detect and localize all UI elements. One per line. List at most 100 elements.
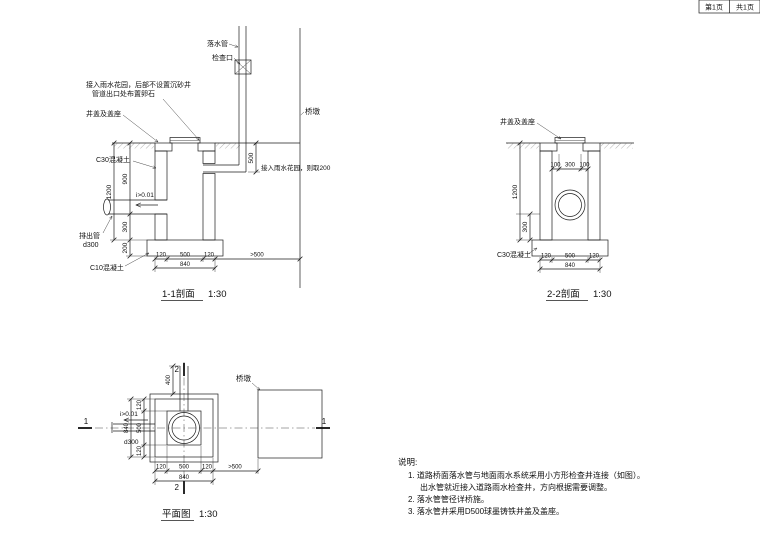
garden-note-line2: 管道出口处布置卵石 <box>92 89 155 98</box>
outlet-pipe-label: 排出管 <box>79 231 100 240</box>
base-outline <box>149 393 219 463</box>
slope-label: i>0.01 <box>136 192 154 199</box>
plan-scale: 1:30 <box>199 509 218 520</box>
notes-heading: 说明: <box>398 457 417 467</box>
plan-structure <box>95 362 323 494</box>
cover-slab <box>582 142 601 152</box>
dim-840: 840 <box>180 262 191 268</box>
cover-slab <box>154 142 173 152</box>
dim-500: 500 <box>565 254 576 260</box>
s1-scale: 1:30 <box>208 289 227 300</box>
soil-hatch <box>114 143 154 149</box>
soil-hatch <box>601 143 633 149</box>
page-total: 共1页 <box>736 3 754 12</box>
dim-120: 120 <box>137 445 143 456</box>
s2-dimensions: 100 300 100 1200 300 120 500 120 840 <box>512 140 603 273</box>
c30-label: C30混凝土 <box>96 155 130 164</box>
note-line: 1. 道路桥面落水管与地面雨水系统采用小方形检查井连接（如图）。 <box>408 470 645 480</box>
section-2-2: 100 300 100 1200 300 120 500 120 840 井盖及… <box>497 117 634 301</box>
dim-120: 120 <box>204 253 215 259</box>
dim-1200: 1200 <box>512 184 519 199</box>
cover-slab <box>539 142 558 152</box>
dim-300: 300 <box>522 221 529 232</box>
cover-label: 井盖及盖座 <box>500 117 535 126</box>
pier-plan <box>257 389 323 459</box>
title-block: 第1页 共1页 <box>698 0 760 14</box>
section-mark-1: 1 <box>322 417 327 426</box>
garden-200-note: 接入雨水花园，则取200 <box>261 163 331 172</box>
dim-840: 840 <box>179 475 190 481</box>
well-wall-right <box>587 150 601 241</box>
page-number: 第1页 <box>705 3 723 12</box>
note-line: 2. 落水管管径详桥施。 <box>408 494 489 504</box>
dim-1200: 1200 <box>106 184 113 199</box>
well-inner <box>166 410 202 446</box>
cover-circle-inner <box>171 415 197 441</box>
section-mark-2: 2 <box>175 365 180 374</box>
dim-300: 300 <box>565 163 576 169</box>
dim-500: 500 <box>137 422 143 433</box>
dim-120: 120 <box>202 465 213 471</box>
well-outer <box>154 398 214 458</box>
c30-label: C30混凝土 <box>497 250 531 259</box>
section-mark-2: 2 <box>175 483 180 492</box>
dim-840: 840 <box>124 422 130 433</box>
c10-label: C10混凝土 <box>90 263 124 272</box>
cover-slab <box>197 142 216 152</box>
dim-400: 400 <box>166 374 172 385</box>
dim-200: 200 <box>122 242 129 253</box>
plan-annotations: 桥墩 i>0.01 d300 平面图 1:30 <box>120 373 261 521</box>
dim-500: 500 <box>180 253 191 259</box>
s1-structure <box>103 26 301 288</box>
dim-100: 100 <box>550 163 561 169</box>
s1-title: 1-1剖面 <box>162 288 195 300</box>
section-mark-1: 1 <box>84 417 89 426</box>
s1-annotations: 落水管 检查口 接入雨水花园，后部不设置沉砂井 管道出口处布置卵石 井盖及盖座 … <box>79 39 331 301</box>
s2-annotations: 井盖及盖座 C30混凝土 2-2剖面 1:30 <box>497 117 612 301</box>
note-line: 出水管就近接入道路雨水检查井，方向根据需要调整。 <box>420 482 612 492</box>
s2-structure <box>506 137 634 257</box>
dim-500: 500 <box>179 465 190 471</box>
base-slab <box>531 239 609 257</box>
note-line: 3. 落水管井采用D500球墨铸铁井盖及盖座。 <box>408 506 564 516</box>
plan-dimensions: 400 120 500 120 840 120 500 120 >500 840 <box>124 363 261 485</box>
plan-view: 1 1 2 2 400 120 500 120 840 <box>78 362 330 521</box>
dim-840: 840 <box>565 263 576 269</box>
dim-120: 120 <box>156 465 167 471</box>
base-slab <box>146 239 224 257</box>
outlet-pipe-opening-inner <box>558 193 582 217</box>
section-1-1: 900 300 200 1200 500 120 500 120 840 >50… <box>79 26 331 301</box>
s1-dimensions: 900 300 200 1200 500 120 500 120 840 >50… <box>106 140 303 272</box>
inspection-port-label: 检查口 <box>212 53 233 62</box>
dim-120: 120 <box>541 254 552 260</box>
dim-gt500: >500 <box>250 253 264 259</box>
dim-120: 120 <box>137 399 143 410</box>
well-wall-right-upper <box>202 150 216 164</box>
notes: 说明: 1. 道路桥面落水管与地面雨水系统采用小方形检查井连接（如图）。 出水管… <box>398 457 645 516</box>
dim-500-right: 500 <box>248 152 255 163</box>
garden-note-line1: 接入雨水花园，后部不设置沉砂井 <box>86 80 191 89</box>
pier-label: 桥墩 <box>236 373 251 383</box>
cover-circle <box>168 412 200 444</box>
dim-120: 120 <box>589 254 600 260</box>
slope-label: i>0.01 <box>120 411 138 418</box>
well-wall-left-upper <box>154 150 168 201</box>
pier-label: 桥墩 <box>305 106 320 116</box>
outlet-dia-label: d300 <box>83 242 99 249</box>
outlet-pipe-opening <box>554 189 586 221</box>
soil-hatch <box>216 143 240 149</box>
s2-title: 2-2剖面 <box>547 288 580 300</box>
well-wall-right-lower <box>202 173 216 241</box>
plan-title: 平面图 <box>162 509 191 520</box>
dim-gt500: >500 <box>228 465 242 471</box>
s2-scale: 1:30 <box>593 289 612 300</box>
plan-section-marks: 1 1 2 2 <box>78 363 330 494</box>
dim-300: 300 <box>122 221 129 232</box>
cover-label: 井盖及盖座 <box>86 109 121 118</box>
soil-hatch <box>507 143 539 149</box>
dim-900: 900 <box>122 173 129 184</box>
dim-100: 100 <box>579 163 590 169</box>
outlet-dia-label: d300 <box>124 439 139 446</box>
